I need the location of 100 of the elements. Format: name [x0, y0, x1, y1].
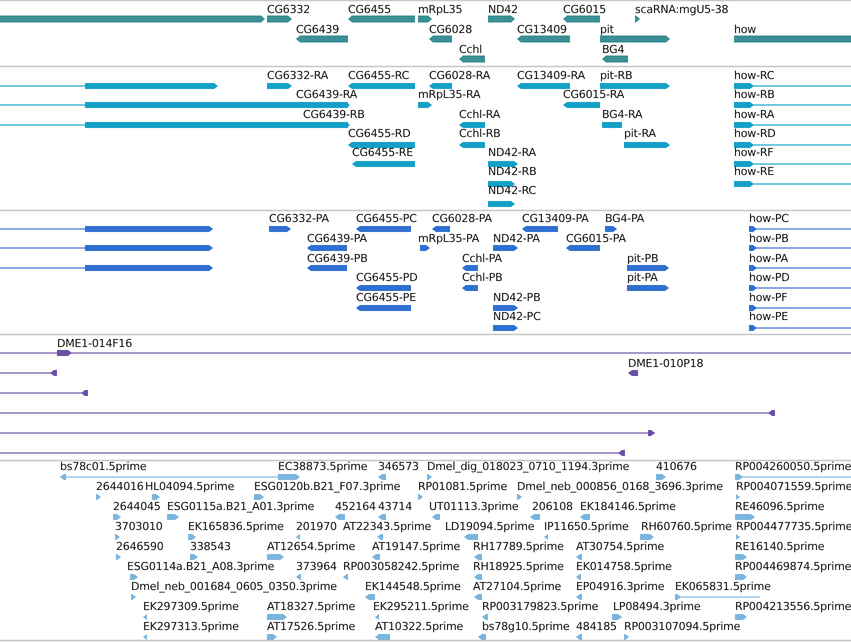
feature-label: CG13409	[517, 23, 567, 36]
feature-label: 201970	[296, 520, 337, 533]
feature-label: Cchl-RB	[459, 127, 501, 140]
feature-label: 452164	[335, 500, 376, 513]
feature-label: CG6028	[429, 23, 472, 36]
feature-label: BG4-RA	[602, 108, 642, 121]
feature-label: CG6455-PD	[356, 271, 418, 284]
feature-label: CG6332	[267, 3, 310, 16]
feature-label: Dmel_neb_000856_0168_3696.3prime	[517, 480, 723, 493]
feature-label: Cchl	[459, 43, 482, 56]
feature-label: CG6439-PA	[307, 232, 367, 245]
feature-label: 346573	[378, 460, 419, 473]
feature-label: IP11650.5prime	[544, 520, 629, 533]
feature-label: CG6028-PA	[432, 212, 492, 225]
feature-label: Dmel_dig_018023_0710_1194.3prime	[427, 460, 630, 473]
feature-label: how-RE	[734, 165, 774, 178]
feature-label: CG6455-RD	[348, 127, 410, 140]
feature-label: CG6439-PB	[307, 252, 368, 265]
feature-label: RH60760.5prime	[641, 520, 732, 533]
feature-label: Cchl-PB	[462, 271, 503, 284]
feature-label: LP08494.3prime	[613, 600, 700, 613]
feature-label: AT19147.5prime	[372, 540, 460, 553]
feature-label: ND42-PC	[493, 310, 541, 323]
feature-label: 338543	[190, 540, 231, 553]
feature-label: ESG0120b.B21_F07.3prime	[254, 480, 400, 493]
feature-label: 43714	[378, 500, 412, 513]
feature-label: RP003058242.5prime	[343, 560, 460, 573]
feature-label: EK144548.5prime	[365, 580, 461, 593]
feature-label: bs78g10.5prime	[482, 620, 570, 633]
feature-label: CG6015	[563, 3, 606, 16]
feature-label: DME1-014F16	[57, 337, 132, 350]
feature-label: scaRNA:mgU5-38	[635, 3, 728, 16]
feature-label: AT10322.5prime	[375, 620, 464, 633]
feature-label: 2644016	[96, 480, 144, 493]
feature-label: how-RD	[734, 127, 776, 140]
feature-label: how-PB	[749, 232, 789, 245]
feature-label: CG6455-PE	[356, 291, 416, 304]
feature-label: AT12654.5prime	[267, 540, 356, 553]
feature-label: RH18925.5prime	[473, 560, 564, 573]
feature-label: pit-RA	[624, 127, 656, 140]
feature-label: pit	[600, 23, 614, 36]
feature-label: Cchl-PA	[462, 252, 502, 265]
feature-label: how-RC	[734, 69, 774, 82]
feature-label: Cchl-RA	[459, 108, 500, 121]
feature-label: DME1-010P18	[628, 357, 704, 370]
feature-label: ESG0114a.B21_A08.3prime	[127, 560, 274, 573]
feature-label: mRpL35-PA	[418, 232, 480, 245]
feature-label: CG6455-RC	[348, 69, 410, 82]
feature-label: RP003107094.5prime	[624, 620, 740, 633]
feature-label: 484185	[576, 620, 617, 633]
feature-label: BG4	[602, 43, 624, 56]
feature-label: EK297313.5prime	[143, 620, 239, 633]
feature-label: bs78c01.5prime	[60, 460, 146, 473]
feature-label: ND42-PB	[493, 291, 540, 304]
feature-label: how-RF	[734, 146, 774, 159]
feature-label: ND42-RA	[488, 146, 536, 159]
feature-label: 2644045	[113, 500, 161, 513]
feature-label: how-PA	[749, 252, 788, 265]
feature-label: how-RA	[734, 108, 774, 121]
feature-label: ND42-RB	[488, 165, 536, 178]
feature-label: LD19094.5prime	[445, 520, 534, 533]
feature-label: 3703010	[115, 520, 163, 533]
feature-label: CG6028-RA	[429, 69, 490, 82]
feature-label: how	[734, 23, 756, 36]
feature-label: how-PF	[749, 291, 788, 304]
feature-label: EK295211.5prime	[373, 600, 469, 613]
feature-label: AT30754.5prime	[576, 540, 664, 553]
feature-label: CG6332-RA	[267, 69, 328, 82]
feature-label: pit-PA	[627, 271, 658, 284]
feature-label: RE46096.5prime	[735, 500, 824, 513]
feature-label: CG6439-RA	[296, 88, 358, 101]
feature-label: 2646590	[116, 540, 164, 553]
feature-label: ND42-PA	[493, 232, 540, 245]
feature-label: CG6455-RE	[352, 146, 413, 159]
feature-label: CG6455	[348, 3, 391, 16]
feature-label: Dmel_neb_001684_0605_0350.3prime	[131, 580, 337, 593]
feature-label: RP003179823.5prime	[482, 600, 598, 613]
feature-label: how-PD	[749, 271, 790, 284]
feature-label: how-PC	[749, 212, 789, 225]
feature-label: HL04094.5prime	[145, 480, 234, 493]
feature-label: CG6439-RB	[303, 108, 365, 121]
feature-label: AT17526.5prime	[267, 620, 356, 633]
feature-label: ND42-RC	[488, 184, 536, 197]
feature-label: CG6455-PC	[356, 212, 417, 225]
feature-label: pit-RB	[600, 69, 632, 82]
feature-label: 410676	[656, 460, 697, 473]
feature-label: AT18327.5prime	[267, 600, 356, 613]
feature-label: mRpL35-RA	[418, 88, 480, 101]
feature-label: CG13409-PA	[522, 212, 589, 225]
feature-label: CG6439	[296, 23, 339, 36]
feature-label: EK297309.5prime	[143, 600, 239, 613]
feature-label: CG13409-RA	[517, 69, 585, 82]
feature-label: how-PE	[749, 310, 788, 323]
feature-label: BG4-PA	[605, 212, 644, 225]
feature-label: AT22343.5prime	[343, 520, 432, 533]
feature-label: RP004260050.5prime	[735, 460, 851, 473]
feature-label: EK065831.5prime	[675, 580, 771, 593]
feature-label: 206108	[532, 500, 573, 513]
feature-label: AT27104.5prime	[473, 580, 562, 593]
feature-label: RP004469874.5prime	[735, 560, 851, 573]
